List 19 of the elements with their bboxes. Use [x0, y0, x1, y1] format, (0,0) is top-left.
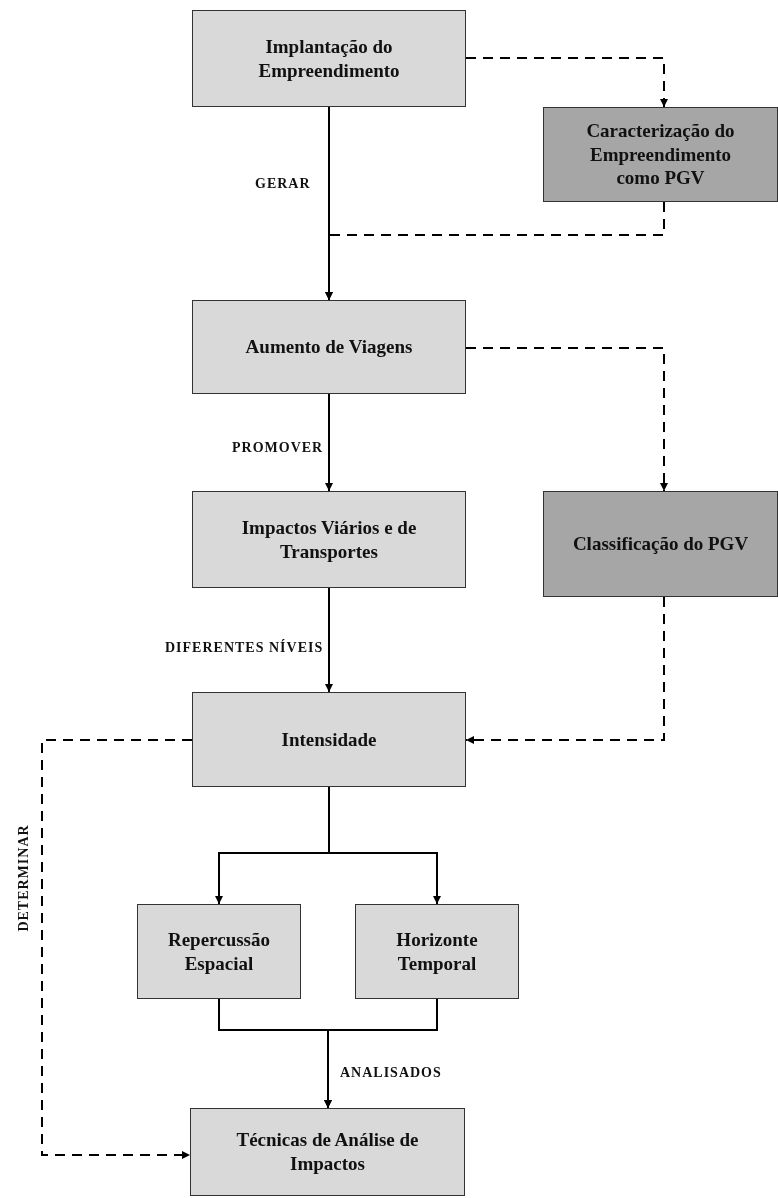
process-box: Horizonte Temporal — [355, 904, 519, 999]
process-box: Repercussão Espacial — [137, 904, 301, 999]
dashed-arrow — [325, 201, 665, 301]
process-box: Classificação do PGV — [543, 491, 778, 597]
arrow — [324, 998, 438, 1109]
process-box: Caracterização do Empreendimento como PGV — [543, 107, 778, 202]
process-box: Técnicas de Análise de Impactos — [190, 1108, 465, 1196]
arrow — [325, 393, 333, 492]
edge-label: DETERMINAR — [15, 824, 32, 932]
dashed-arrow — [465, 347, 668, 492]
process-box: Aumento de Viagens — [192, 300, 466, 394]
dashed-arrow — [465, 57, 668, 108]
process-box: Impactos Viários e de Transportes — [192, 491, 466, 588]
dashed-arrow — [41, 739, 193, 1159]
dashed-arrow — [465, 596, 665, 744]
process-box: Implantação do Empreendimento — [192, 10, 466, 107]
arrow — [328, 786, 441, 905]
process-box: Intensidade — [192, 692, 466, 787]
arrow — [325, 587, 333, 693]
